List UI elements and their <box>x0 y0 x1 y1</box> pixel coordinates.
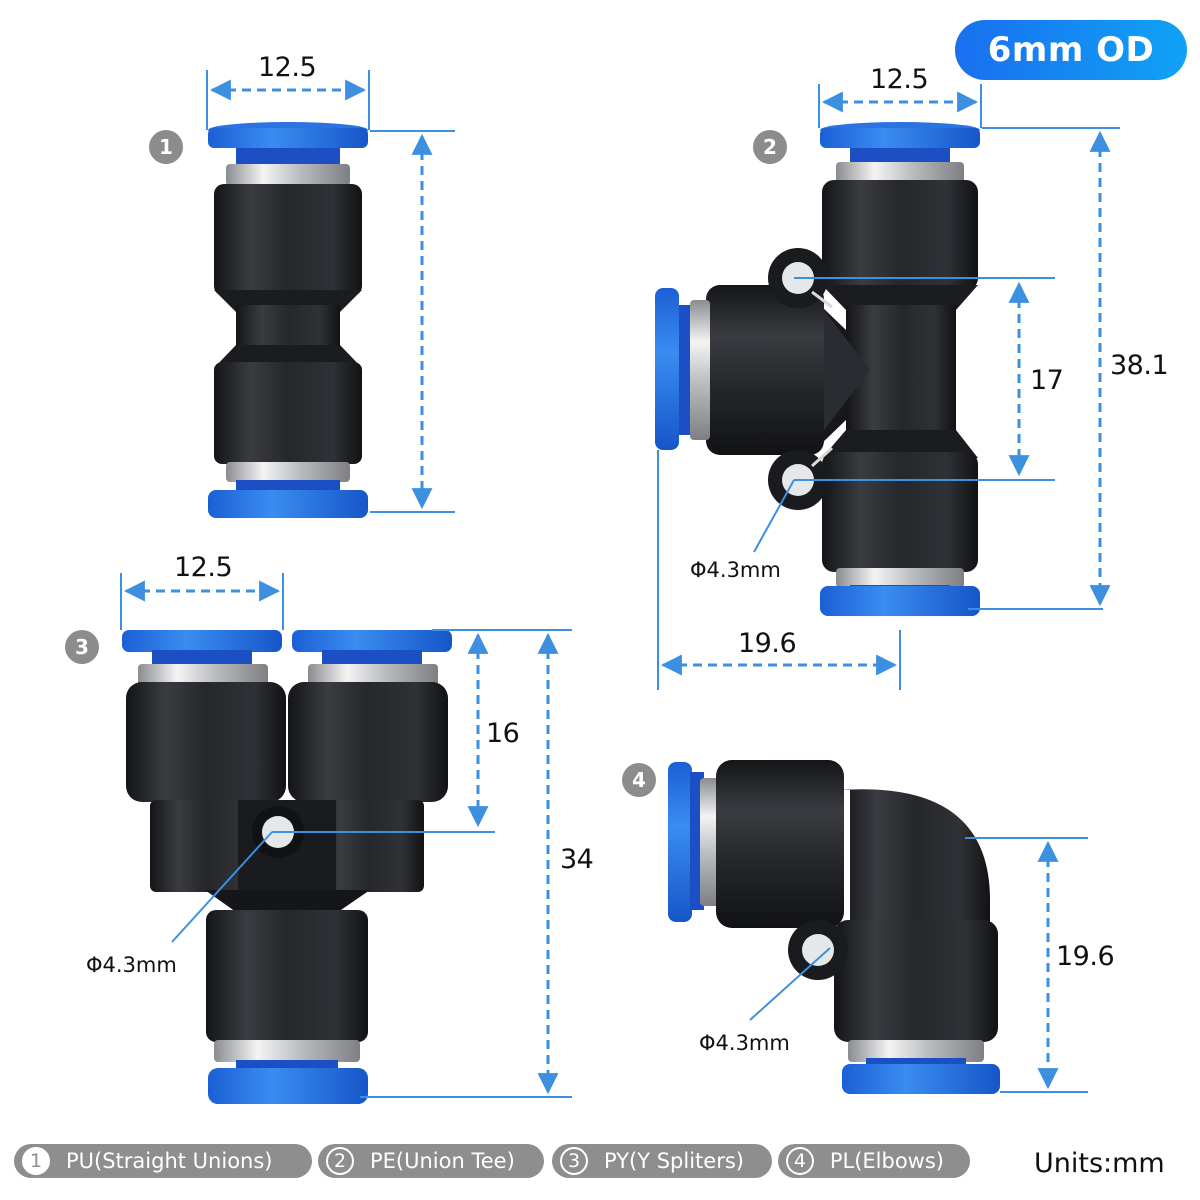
fitting-number-badge-4: 4 <box>622 763 656 797</box>
dim-y-height: 34 <box>560 844 594 875</box>
dim-elbow-height: 19.6 <box>1056 941 1115 972</box>
legend-number-icon-4: 4 <box>786 1147 814 1175</box>
outer-diameter-badge: 6mm OD <box>955 20 1187 80</box>
fitting-elbow <box>668 760 1088 1094</box>
dim-straight-width: 12.5 <box>258 52 317 83</box>
dim-elbow-mount-hole: Φ4.3mm <box>699 1031 790 1055</box>
legend-item-union-tee: 2 PE(Union Tee) <box>318 1144 544 1178</box>
legend-item-y-spliters: 3 PY(Y Spliters) <box>552 1144 772 1178</box>
fitting-number-badge-3: 3 <box>65 630 99 664</box>
fitting-union-tee <box>655 84 1120 690</box>
dim-tee-height: 38.1 <box>1110 350 1169 381</box>
legend-label: PL(Elbows) <box>829 1149 944 1173</box>
fitting-number-badge-2: 2 <box>753 130 787 164</box>
dim-tee-width: 12.5 <box>870 64 929 95</box>
dim-y-width: 12.5 <box>174 552 233 583</box>
legend-label: PY(Y Spliters) <box>604 1149 744 1173</box>
legend-item-elbows: 4 PL(Elbows) <box>778 1144 970 1178</box>
dim-tee-hole-spacing: 17 <box>1030 365 1064 396</box>
fitting-number-badge-1: 1 <box>149 130 183 164</box>
legend-label: PE(Union Tee) <box>370 1149 515 1173</box>
legend-number-icon-2: 2 <box>326 1147 354 1175</box>
dim-tee-mount-hole: Φ4.3mm <box>690 558 781 582</box>
units-label: Units:mm <box>1034 1148 1165 1179</box>
legend-number-icon-1: 1 <box>22 1147 50 1175</box>
fitting-straight-union <box>206 70 455 518</box>
fitting-y-splitter <box>120 573 572 1104</box>
legend-item-straight-unions: 1 PU(Straight Unions) <box>14 1144 312 1178</box>
legend-label: PU(Straight Unions) <box>66 1149 273 1173</box>
legend-number-icon-3: 3 <box>560 1147 588 1175</box>
dim-tee-side-length: 19.6 <box>738 628 797 659</box>
dim-y-mount-hole: Φ4.3mm <box>86 953 177 977</box>
dim-y-hole-to-top: 16 <box>486 718 520 749</box>
